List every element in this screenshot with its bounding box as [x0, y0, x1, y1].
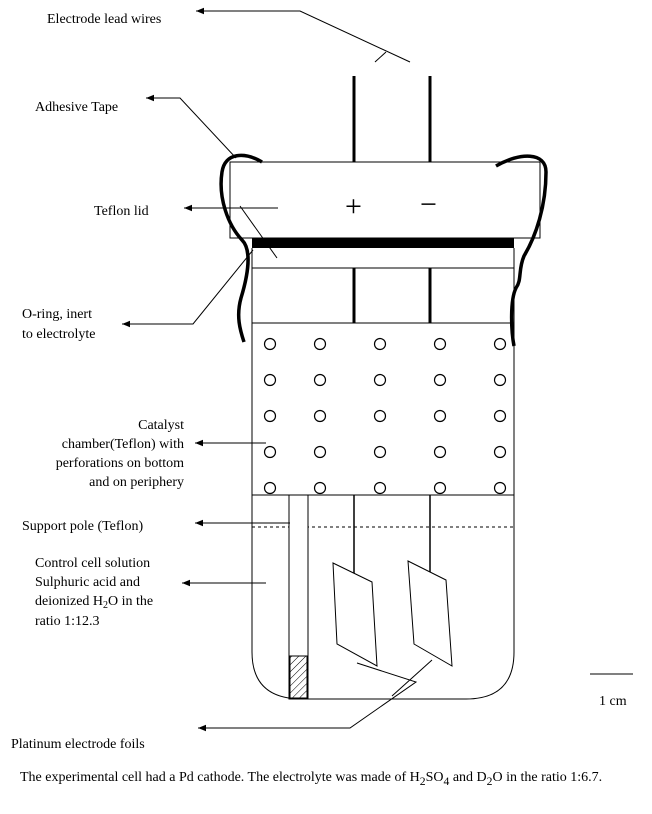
- label-electrode-lead-wires: Electrode lead wires: [47, 12, 161, 27]
- leader-lines: [122, 7, 433, 732]
- figure-caption: The experimental cell had a Pd cathode. …: [20, 770, 603, 788]
- label-o-ring-2: to electrolyte: [22, 327, 95, 342]
- svg-text:Catalyst: Catalyst: [138, 418, 184, 433]
- support-pole: [288, 494, 309, 700]
- label-control-solution: Control cell solution Sulphuric acid and…: [35, 556, 153, 629]
- adhesive-tape-right: [495, 154, 548, 347]
- svg-text:Sulphuric acid and: Sulphuric acid and: [35, 575, 140, 590]
- electrode-wires: [352, 76, 432, 590]
- perforations: [263, 337, 507, 495]
- teflon-lid: [229, 161, 541, 239]
- svg-text:and on periphery: and on periphery: [89, 475, 184, 490]
- label-platinum-foils: Platinum electrode foils: [11, 737, 145, 752]
- platinum-foil-left: [332, 562, 378, 667]
- label-o-ring-1: O-ring, inert: [22, 307, 92, 322]
- minus-sign: −: [420, 188, 437, 221]
- svg-text:perforations on bottom: perforations on bottom: [56, 456, 184, 471]
- plus-sign: +: [345, 190, 362, 223]
- label-teflon-lid: Teflon lid: [94, 204, 149, 219]
- svg-text:chamber(Teflon) with: chamber(Teflon) with: [62, 437, 184, 452]
- adhesive-tape-left: [219, 153, 263, 343]
- svg-text:ratio 1:12.3: ratio 1:12.3: [35, 614, 100, 629]
- o-ring: [252, 238, 514, 248]
- label-support-pole: Support pole (Teflon): [22, 519, 143, 534]
- label-adhesive-tape: Adhesive Tape: [35, 100, 118, 115]
- platinum-foil-right: [407, 560, 453, 667]
- scale-label: 1 cm: [599, 694, 627, 709]
- svg-text:Control cell solution: Control cell solution: [35, 556, 150, 571]
- label-catalyst-chamber: Catalyst chamber(Teflon) with perforatio…: [56, 418, 184, 490]
- svg-text:deionized H2O in the: deionized H2O in the: [35, 594, 153, 611]
